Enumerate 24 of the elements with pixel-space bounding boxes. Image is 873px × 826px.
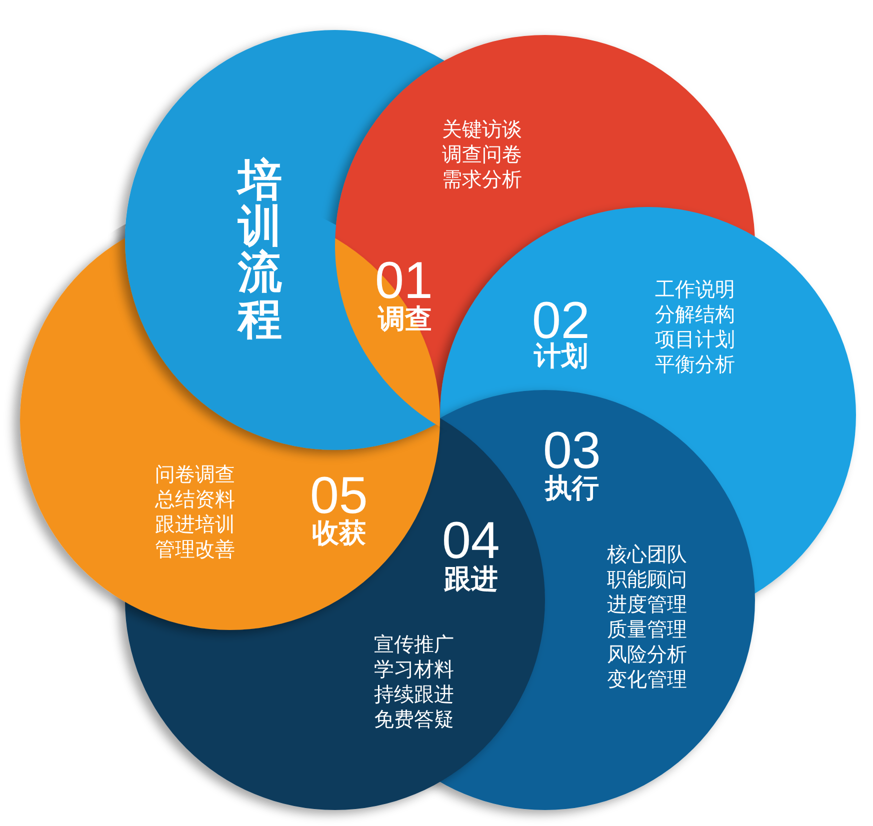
list-item: 项目计划 (655, 330, 735, 350)
list-item: 学习材料 (374, 660, 454, 680)
list-item: 需求分析 (442, 170, 522, 190)
list-item: 风险分析 (607, 645, 687, 665)
list-item: 问卷调查 (155, 465, 235, 485)
step-title: 调查 (378, 306, 432, 333)
step-title: 跟进 (444, 566, 498, 593)
list-item: 宣传推广 (374, 635, 454, 655)
list-item: 核心团队 (607, 545, 687, 565)
list-item: 进度管理 (607, 595, 687, 615)
list-item: 总结资料 (155, 490, 235, 510)
list-item: 调查问卷 (442, 145, 522, 165)
list-item: 平衡分析 (655, 355, 735, 375)
list-item: 免费答疑 (374, 710, 454, 730)
list-item: 工作说明 (655, 280, 735, 300)
list-item: 变化管理 (607, 670, 687, 690)
list-item: 职能顾问 (607, 570, 687, 590)
list-item: 分解结构 (655, 305, 735, 325)
list-item: 质量管理 (607, 620, 687, 640)
list-item: 跟进培训 (155, 515, 235, 535)
list-item: 关键访谈 (442, 120, 522, 140)
list-item: 管理改善 (155, 540, 235, 560)
vertical-title: 培训流程 (238, 158, 283, 343)
list-item: 持续跟进 (374, 685, 454, 705)
